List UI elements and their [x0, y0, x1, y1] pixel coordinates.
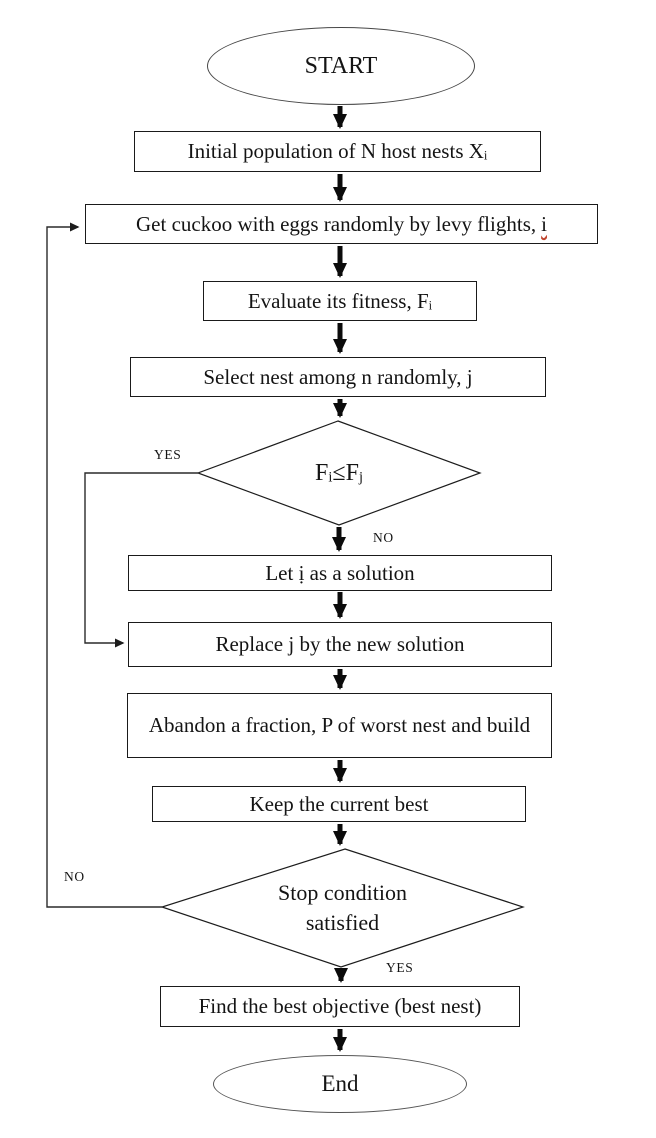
- end-node: End: [213, 1055, 467, 1113]
- stop-decision-diamond: [160, 848, 525, 968]
- stop-decision-text: Stop condition satisfied: [162, 849, 523, 967]
- stop-condition-line2: satisfied: [305, 910, 380, 935]
- start-label: START: [304, 52, 378, 79]
- let-solution-node: Let ị as a solution: [128, 555, 552, 591]
- stop-condition-line1: Stop condition: [278, 879, 407, 905]
- subscript-i: i: [483, 148, 488, 163]
- find-best-node: Find the best objective (best nest): [160, 986, 520, 1027]
- keep-best-label: Keep the current best: [249, 791, 429, 816]
- subscript-i: i: [428, 298, 433, 313]
- select-nest-node: Select nest among n randomly, j: [130, 357, 546, 397]
- leq-operator: ≤: [332, 459, 346, 486]
- fitness-yes-label: YES: [154, 447, 182, 462]
- yes-branch-connector: [84, 472, 198, 648]
- end-label: End: [321, 1071, 359, 1097]
- subscript-j: j: [358, 469, 363, 486]
- get-cuckoo-node: Get cuckoo with eggs randomly by levy fl…: [85, 204, 598, 244]
- fitness-condition: Fi≤Fj: [315, 459, 363, 486]
- abandon-label: Abandon a fraction, P of worst nest and …: [148, 713, 531, 738]
- subscript-i: i: [328, 469, 333, 486]
- fitness-decision-text: Fi≤Fj: [198, 421, 480, 525]
- evaluate-fitness-label: Evaluate its fitness, Fi: [247, 288, 433, 313]
- let-solution-label: Let ị as a solution: [265, 560, 415, 585]
- fitness-no-label: NO: [373, 530, 394, 545]
- init-population-node: Initial population of N host nests Xi: [134, 131, 541, 172]
- replace-label: Replace j by the new solution: [215, 632, 465, 657]
- misspelled-i: i: [541, 211, 547, 236]
- replace-node: Replace j by the new solution: [128, 622, 552, 667]
- evaluate-fitness-node: Evaluate its fitness, Fi: [203, 281, 477, 321]
- fitness-decision-diamond: [196, 420, 482, 526]
- stop-yes-label: YES: [386, 960, 414, 975]
- get-cuckoo-label: Get cuckoo with eggs randomly by levy fl…: [136, 211, 547, 236]
- find-best-label: Find the best objective (best nest): [198, 994, 482, 1019]
- select-nest-label: Select nest among n randomly, j: [203, 364, 473, 389]
- no-feedback-connector: [46, 222, 162, 908]
- init-population-label: Initial population of N host nests Xi: [187, 139, 488, 164]
- keep-best-node: Keep the current best: [152, 786, 526, 822]
- stop-no-label: NO: [64, 869, 85, 884]
- start-node: START: [207, 27, 475, 105]
- abandon-node: Abandon a fraction, P of worst nest and …: [127, 693, 552, 758]
